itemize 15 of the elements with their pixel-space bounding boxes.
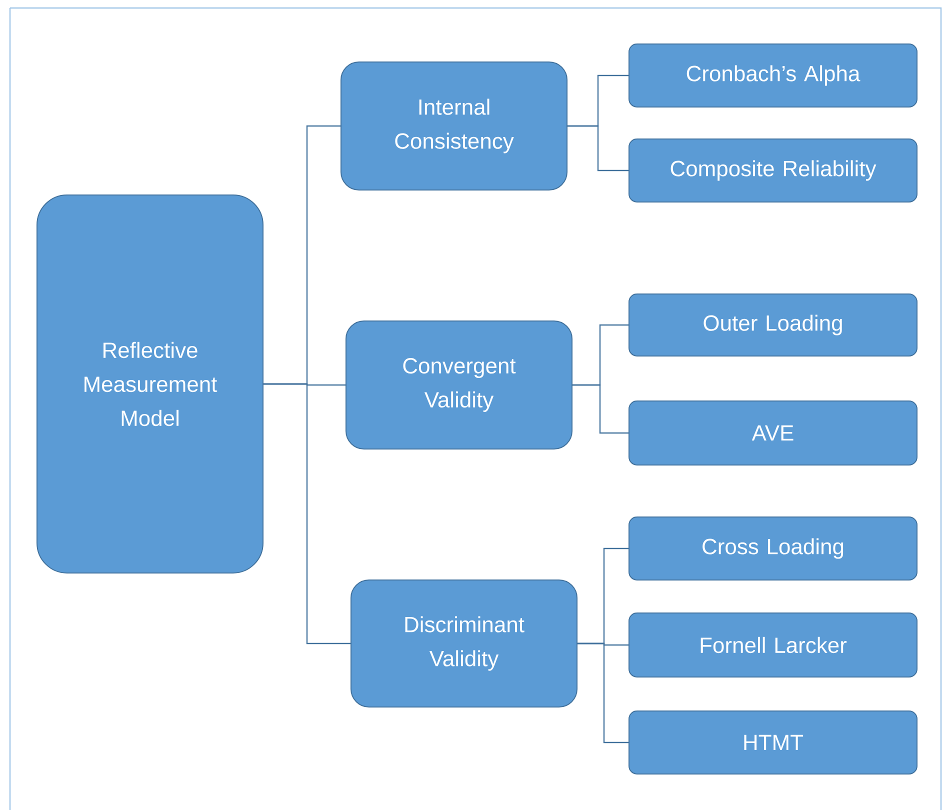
criterion-box: Fornell Larcker [628, 612, 918, 678]
criterion-box: Cross Loading [628, 516, 918, 580]
criterion-box: Composite Reliability [628, 138, 918, 202]
criterion-box: Cronbach’s Alpha [628, 43, 918, 108]
category-box: Internal Consistency [340, 61, 568, 190]
criterion-box: AVE [628, 400, 918, 466]
connector-line [264, 383, 350, 644]
connector-line [568, 125, 628, 172]
root-box: Reflective Measurement Model [36, 194, 264, 574]
category-box: Convergent Validity [346, 320, 572, 450]
criterion-box: Outer Loading [628, 293, 918, 356]
criterion-box: HTMT [628, 710, 918, 774]
connector-line [578, 642, 628, 744]
category-box: Discriminant Validity [350, 579, 578, 708]
connector-line [572, 384, 628, 434]
